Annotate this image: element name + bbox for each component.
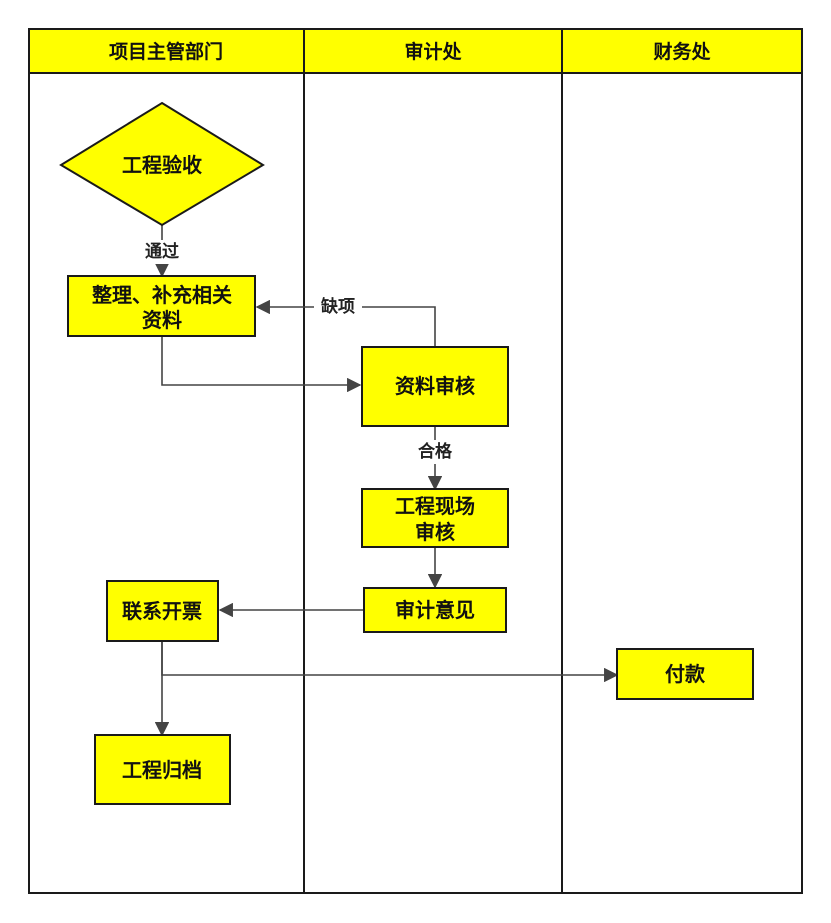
lane-header-project-dept <box>28 28 305 74</box>
edge-invoice-payment <box>161 641 619 683</box>
edge-label-bg <box>314 295 362 319</box>
node-site-review-label-line2: 审核 <box>415 520 455 544</box>
node-labels: 工程验收 整理、补充相关 资料 资料审核 工程现场 审核 审计意见 联系开票 付… <box>91 153 706 782</box>
nodes <box>59 101 754 805</box>
node-organize-label-line1: 整理、补充相关 <box>91 283 232 307</box>
edge-label-pass: 通过 <box>145 242 179 262</box>
node-opinion-label: 审计意见 <box>395 598 475 622</box>
node-review <box>361 346 509 427</box>
node-acceptance <box>59 101 265 227</box>
node-site-review <box>361 488 509 548</box>
node-archive-label: 工程归档 <box>122 758 202 782</box>
lane-header-finance <box>561 28 803 74</box>
node-archive <box>94 734 231 805</box>
swimlane-frame: 项目主管部门 审计处 财务处 <box>28 28 803 894</box>
lane-title-finance: 财务处 <box>653 40 711 63</box>
lane-title-audit: 审计处 <box>404 40 462 63</box>
node-invoice-label: 联系开票 <box>122 599 202 623</box>
node-acceptance-label: 工程验收 <box>122 153 202 177</box>
node-payment <box>616 648 754 700</box>
node-opinion <box>363 587 507 633</box>
edge-label-qualified: 合格 <box>418 441 453 462</box>
node-review-label: 资料审核 <box>395 374 475 398</box>
node-payment-label: 付款 <box>665 662 706 686</box>
edge-label-bg <box>138 240 186 264</box>
edge-label-bg <box>411 440 459 464</box>
edge-labels: 通过 缺项 合格 <box>138 240 459 464</box>
node-invoice <box>106 580 219 642</box>
edge-label-missing: 缺项 <box>321 296 355 317</box>
node-organize-label-line2: 资料 <box>142 308 182 332</box>
lane-header-audit <box>303 28 563 74</box>
node-organize <box>67 275 256 337</box>
lane-title-project-dept: 项目主管部门 <box>109 40 223 63</box>
node-site-review-label-line1: 工程现场 <box>395 494 475 518</box>
edge-organize-review <box>161 336 362 393</box>
